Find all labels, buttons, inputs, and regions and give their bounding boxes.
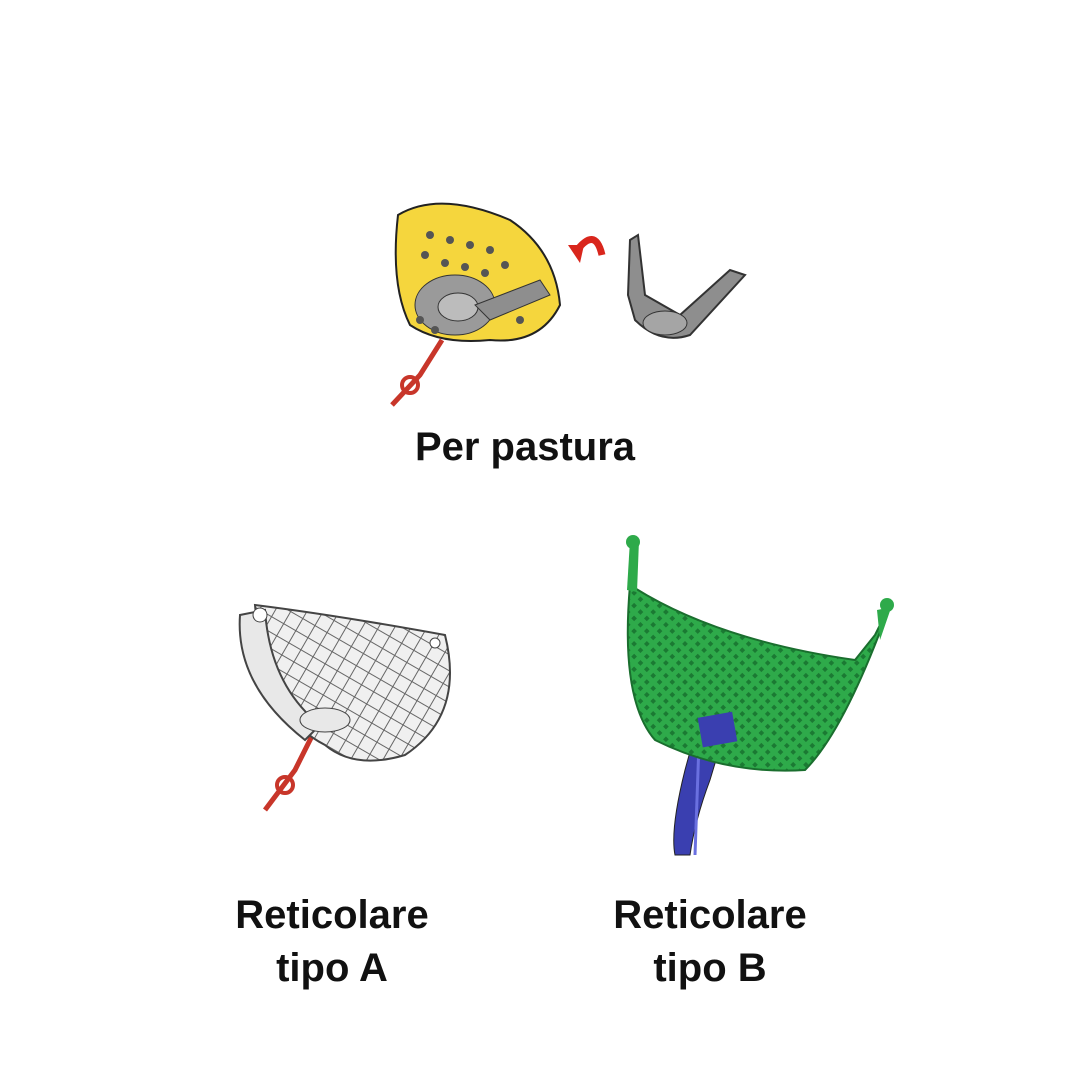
label-line: Reticolare bbox=[613, 893, 807, 937]
rope-icon bbox=[390, 338, 445, 407]
label-line: Reticolare bbox=[235, 893, 429, 937]
label-per-pastura: Per pastura bbox=[330, 421, 720, 474]
label-line: tipo A bbox=[276, 946, 388, 990]
per-pastura-illustration bbox=[390, 202, 747, 407]
reticolare-tipo-b-illustration bbox=[626, 535, 894, 856]
label-reticolare-tipo-b: Reticolare tipo B bbox=[560, 889, 860, 995]
green-net-body bbox=[626, 583, 891, 772]
label-reticolare-tipo-a: Reticolare tipo A bbox=[182, 889, 482, 995]
reticolare-tipo-a-illustration bbox=[238, 603, 451, 812]
label-line: tipo B bbox=[653, 946, 767, 990]
label-line: Per pastura bbox=[414, 425, 636, 469]
